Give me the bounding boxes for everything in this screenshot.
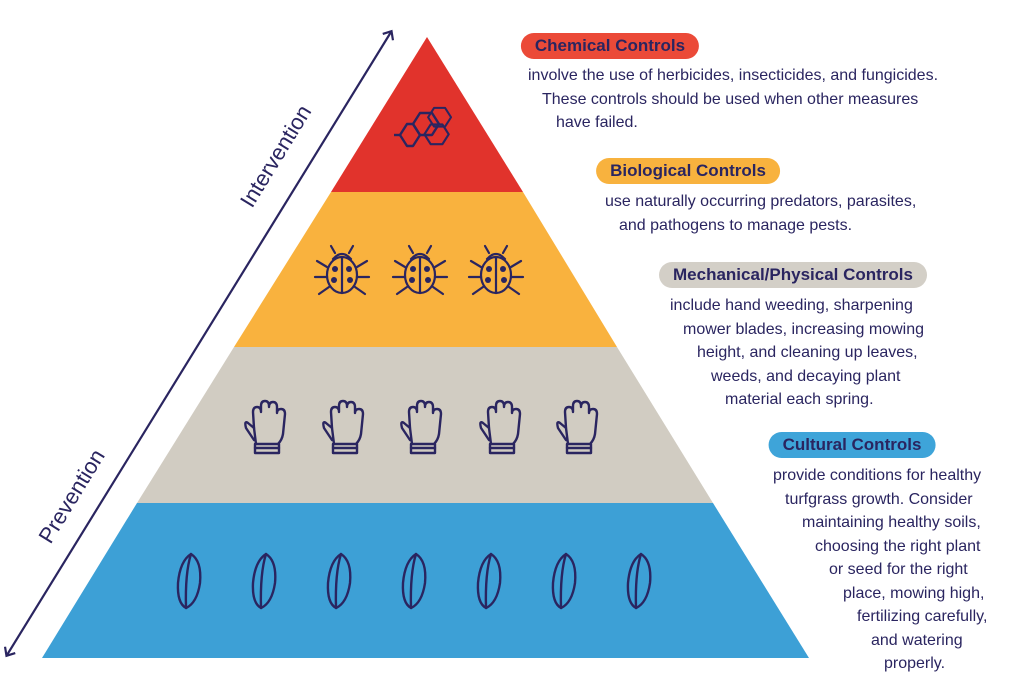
desc-line: properly. xyxy=(884,655,946,672)
desc-line: mower blades, increasing mowing xyxy=(683,320,924,338)
glove-icon xyxy=(244,399,287,455)
desc-line: maintaining healthy soils, xyxy=(802,514,981,531)
seed-icon xyxy=(551,552,577,610)
tier-chemical xyxy=(331,37,523,192)
chemical-structure-icon xyxy=(394,106,453,148)
seed-icon xyxy=(176,552,202,610)
desc-line: use naturally occurring predators, paras… xyxy=(605,193,917,210)
desc-line: and pathogens to manage pests. xyxy=(619,216,853,234)
tier-mechanical xyxy=(137,347,713,503)
desc-line: weeds, and decaying plant xyxy=(711,367,901,385)
seed-icon xyxy=(626,552,652,610)
desc-line: include hand weeding, sharpening xyxy=(670,297,913,314)
desc-line: height, and cleaning up leaves, xyxy=(697,344,918,361)
desc-line: choosing the right plant xyxy=(815,537,981,555)
cultural-controls-badge: Cultural Controls xyxy=(768,432,936,458)
desc-line: or seed for the right xyxy=(829,561,968,578)
biological-controls-badge: Biological Controls xyxy=(596,158,780,184)
desc-line: fertilizing carefully, xyxy=(857,608,988,625)
desc-line: involve the use of herbicides, insectici… xyxy=(528,67,939,84)
ladybug-icon xyxy=(313,244,371,296)
desc-line: material each spring. xyxy=(725,391,874,408)
mechanical-controls-description: include hand weeding, sharpening mower b… xyxy=(670,294,924,412)
desc-line: turfgrass growth. Consider xyxy=(785,490,973,508)
intervention-label: Intervention xyxy=(235,101,316,212)
chemical-controls-badge: Chemical Controls xyxy=(520,33,700,59)
glove-icon xyxy=(556,399,599,455)
desc-line: have failed. xyxy=(556,114,638,131)
glove-icon xyxy=(322,399,365,455)
desc-line: These controls should be used when other… xyxy=(542,90,919,108)
seed-icon xyxy=(326,552,352,610)
desc-line: provide conditions for healthy xyxy=(773,467,982,484)
desc-line: and watering xyxy=(871,631,963,649)
prevention-label: Prevention xyxy=(33,445,109,548)
seed-icon xyxy=(251,552,277,610)
seed-icon xyxy=(401,552,427,610)
desc-line: place, mowing high, xyxy=(843,584,985,602)
mechanical-controls-badge: Mechanical/Physical Controls xyxy=(659,262,927,288)
ladybug-icon xyxy=(467,244,525,296)
biological-controls-description: use naturally occurring predators, paras… xyxy=(605,190,916,237)
cultural-controls-description: provide conditions for healthy turfgrass… xyxy=(773,464,987,676)
glove-icon xyxy=(400,399,443,455)
ladybug-icon xyxy=(391,244,449,296)
prevention-intervention-arrow xyxy=(3,29,395,658)
glove-icon xyxy=(479,399,522,455)
chemical-controls-description: involve the use of herbicides, insectici… xyxy=(528,64,938,135)
seed-icon xyxy=(476,552,502,610)
